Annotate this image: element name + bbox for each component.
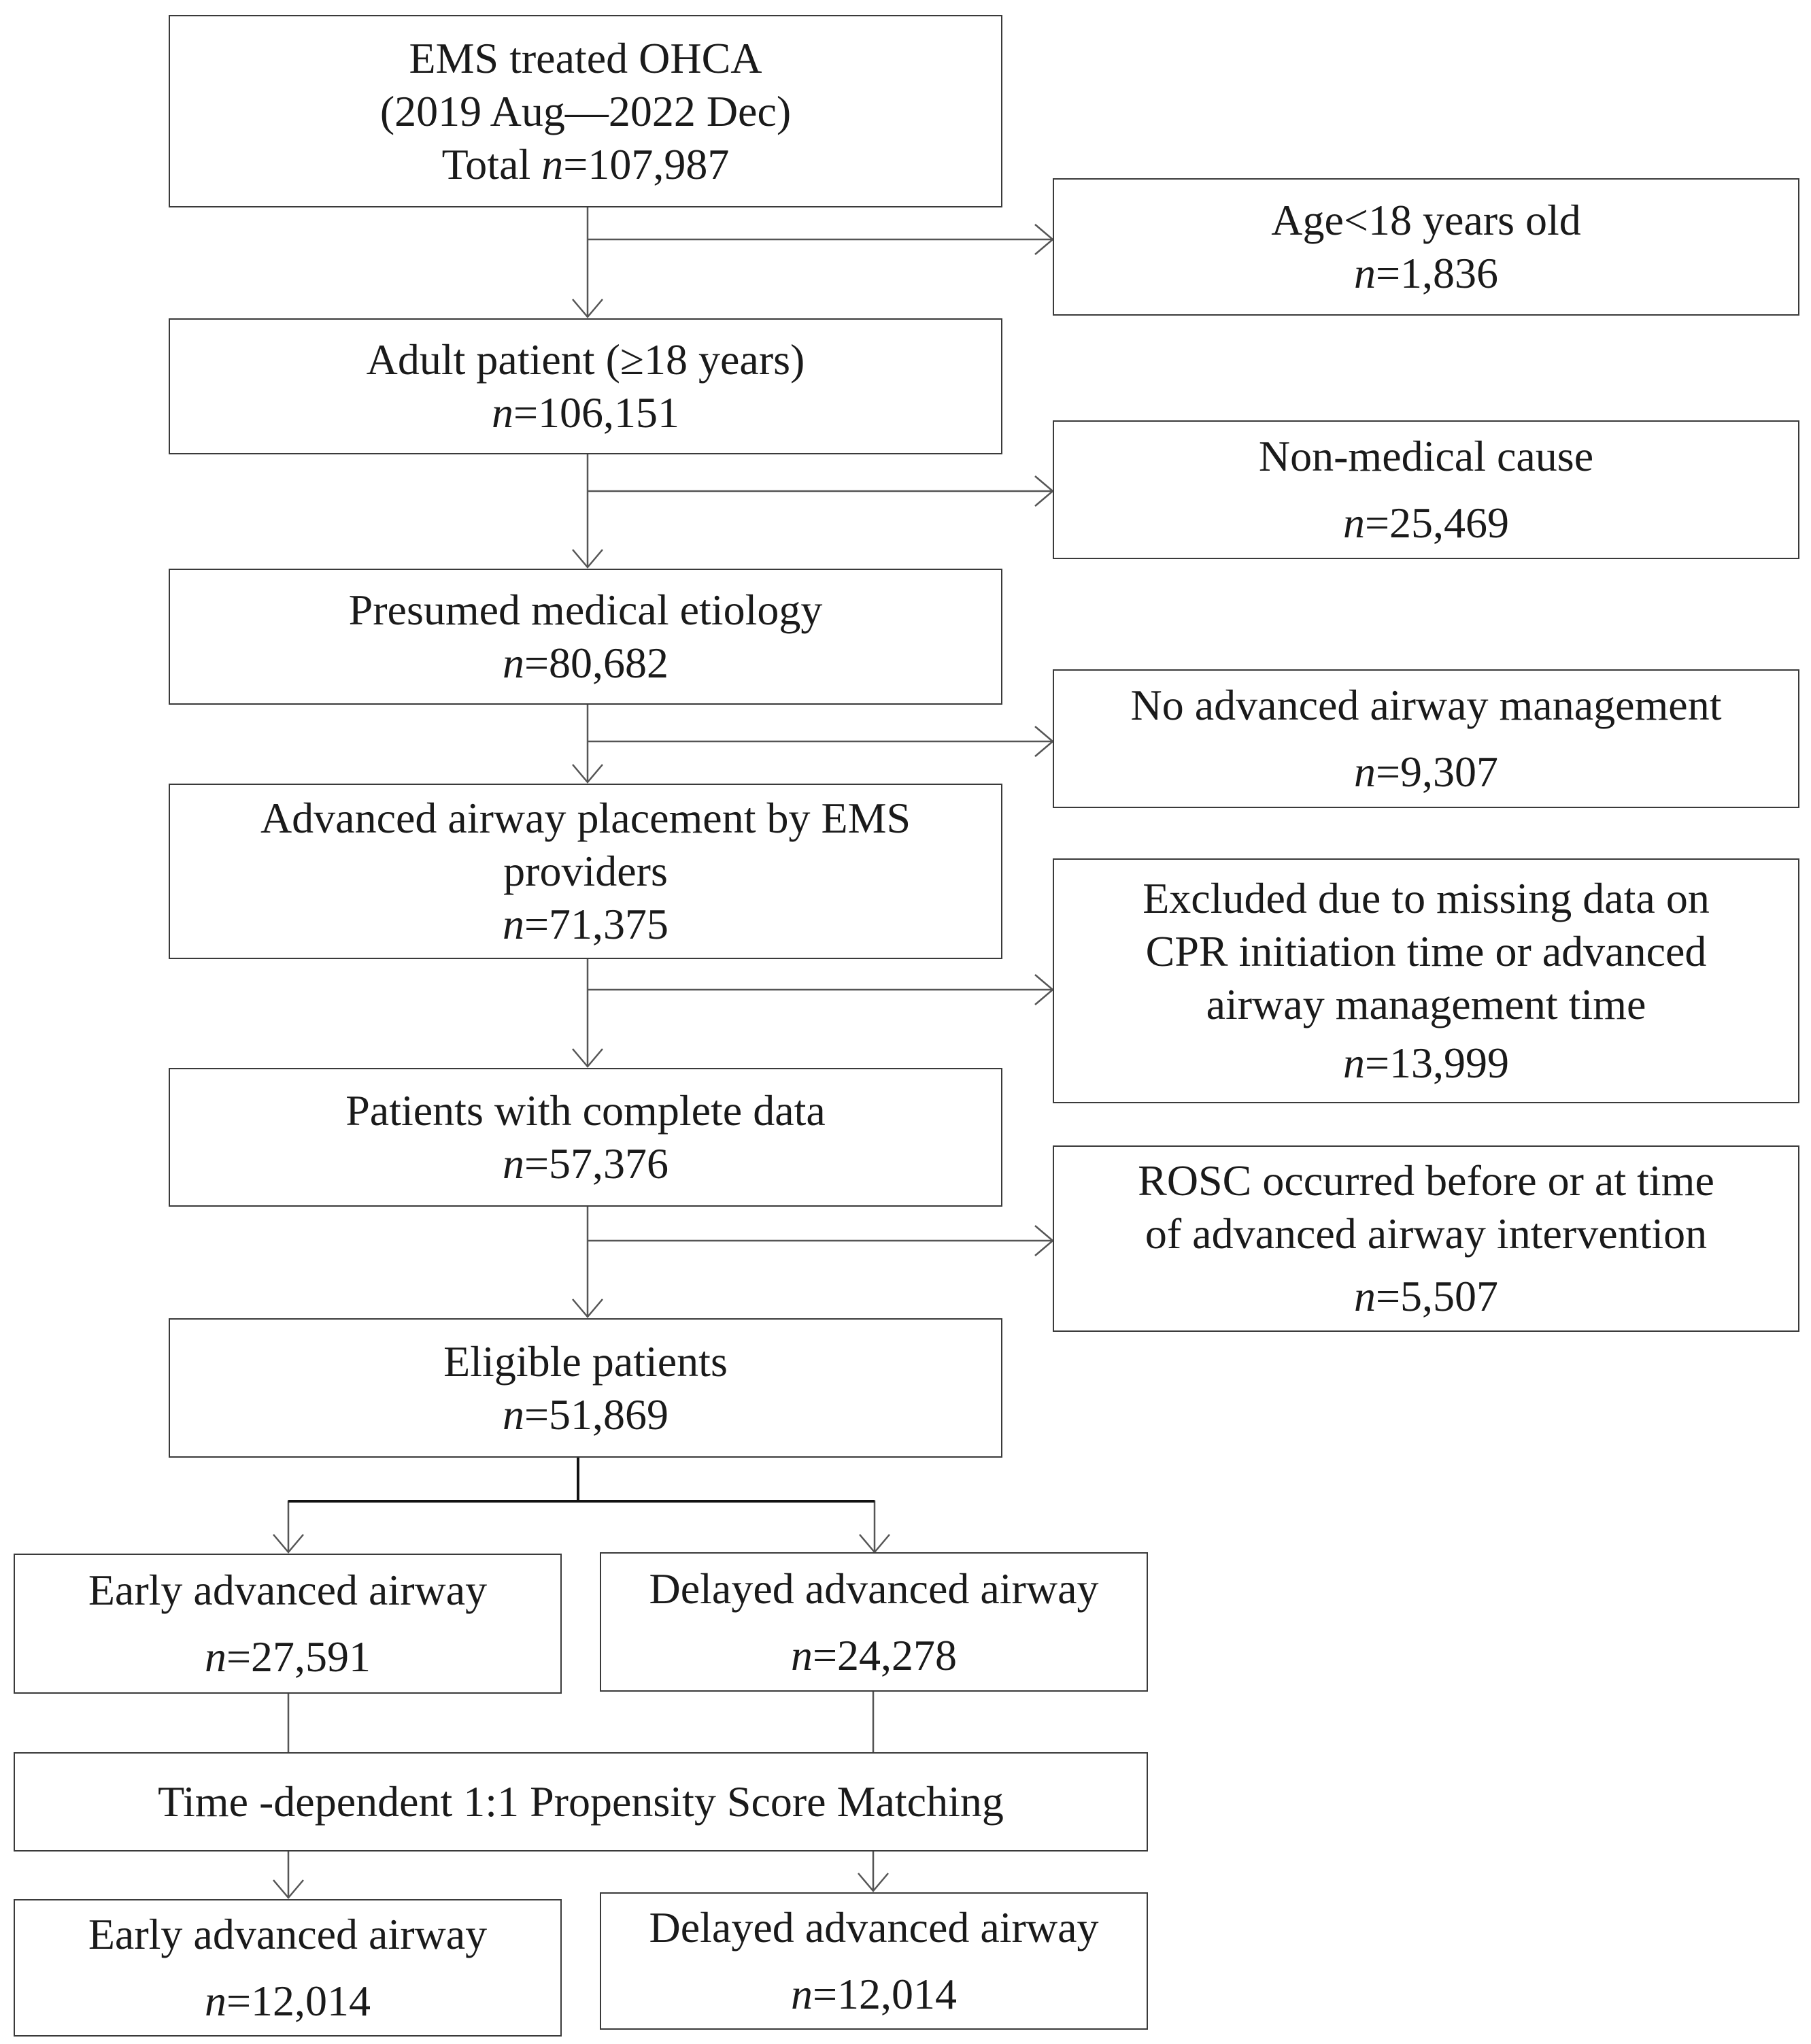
box-propensity-matching-line-1: Time -dependent 1:1 Propensity Score Mat… [158, 1777, 1004, 1826]
n-symbol: n [790, 1630, 813, 1679]
box-rosc-before: ROSC occurred before or at time of advan… [1053, 1145, 1799, 1332]
box-complete-data-count: n=57,376 [503, 1137, 668, 1190]
box-adult-patients-count: n=106,151 [492, 386, 679, 439]
box-missing-data: Excluded due to missing data on CPR init… [1053, 858, 1799, 1103]
box-no-advanced-airway: No advanced airway management n=9,307 [1053, 669, 1799, 808]
n-symbol: n [790, 1970, 813, 2018]
box-missing-data-line-3: airway management time [1206, 980, 1646, 1028]
box-eligible-patients-line-1: Eligible patients [443, 1337, 728, 1386]
box-delayed-airway-pre: Delayed advanced airway n=24,278 [600, 1552, 1148, 1692]
box-delayed-airway-post-line-1: Delayed advanced airway [649, 1903, 1099, 1951]
box-adult-patients-line-1: Adult patient (≥18 years) [366, 335, 805, 384]
box-age-exclusion-line-1: Age<18 years old [1271, 196, 1581, 244]
n-symbol: n [502, 900, 524, 948]
n-symbol: n [1342, 499, 1365, 547]
box-total-ohca-line-1: EMS treated OHCA [409, 33, 762, 82]
n-symbol: n [502, 1390, 524, 1439]
box-non-medical-cause-count: n=25,469 [1343, 497, 1509, 550]
box-delayed-airway-post-count: n=12,014 [791, 1968, 957, 2021]
box-missing-data-line-1: Excluded due to missing data on [1143, 874, 1710, 922]
n-symbol: n [502, 639, 524, 687]
box-age-exclusion: Age<18 years old n=1,836 [1053, 178, 1799, 316]
box-missing-data-line-2: CPR initiation time or advanced [1145, 927, 1707, 975]
box-total-ohca-count: Total n=107,987 [442, 138, 730, 191]
box-delayed-airway-pre-line-1: Delayed advanced airway [649, 1564, 1099, 1613]
n-symbol: n [1353, 249, 1376, 297]
box-airway-placement-count: n=71,375 [503, 898, 668, 951]
box-age-exclusion-count: n=1,836 [1354, 247, 1498, 300]
box-airway-placement: Advanced airway placement by EMS provide… [169, 784, 1002, 959]
n-symbol: n [204, 1977, 226, 2025]
box-airway-placement-line-2: providers [503, 847, 668, 895]
box-complete-data-line-1: Patients with complete data [345, 1086, 826, 1135]
count-value: =80,682 [524, 639, 669, 687]
box-early-airway-pre-count: n=27,591 [205, 1630, 371, 1683]
box-medical-etiology-count: n=80,682 [503, 637, 668, 690]
n-symbol: n [1342, 1039, 1365, 1087]
box-total-ohca: EMS treated OHCA (2019 Aug—2022 Dec) Tot… [169, 15, 1002, 207]
box-early-airway-pre: Early advanced airway n=27,591 [14, 1554, 562, 1694]
box-medical-etiology-line-1: Presumed medical etiology [348, 586, 823, 634]
total-prefix: Total [441, 139, 542, 188]
box-no-advanced-airway-count: n=9,307 [1354, 745, 1498, 799]
count-value: =51,869 [524, 1390, 669, 1439]
box-early-airway-post-line-1: Early advanced airway [88, 1910, 488, 1958]
count-value: =12,014 [812, 1970, 958, 2018]
box-no-advanced-airway-line-1: No advanced airway management [1130, 681, 1722, 729]
box-missing-data-count: n=13,999 [1343, 1037, 1509, 1090]
n-symbol: n [1353, 748, 1376, 796]
count-value: =5,507 [1375, 1272, 1499, 1320]
box-eligible-patients-count: n=51,869 [503, 1388, 668, 1441]
n-symbol: n [1353, 1272, 1376, 1320]
box-eligible-patients: Eligible patients n=51,869 [169, 1318, 1002, 1458]
box-rosc-before-count: n=5,507 [1354, 1270, 1498, 1323]
box-adult-patients: Adult patient (≥18 years) n=106,151 [169, 318, 1002, 454]
box-rosc-before-line-2: of advanced airway intervention [1145, 1209, 1708, 1258]
box-rosc-before-line-1: ROSC occurred before or at time [1138, 1156, 1714, 1205]
box-early-airway-pre-line-1: Early advanced airway [88, 1566, 488, 1614]
box-complete-data: Patients with complete data n=57,376 [169, 1068, 1002, 1207]
count-value: =9,307 [1375, 748, 1499, 796]
box-early-airway-post-count: n=12,014 [205, 1975, 371, 2028]
box-delayed-airway-post: Delayed advanced airway n=12,014 [600, 1892, 1148, 2030]
count-value: =1,836 [1375, 249, 1499, 297]
count-value: =24,278 [812, 1630, 958, 1679]
box-non-medical-cause-line-1: Non-medical cause [1258, 432, 1594, 480]
box-non-medical-cause: Non-medical cause n=25,469 [1053, 420, 1799, 559]
n-symbol: n [502, 1139, 524, 1188]
count-value: =71,375 [524, 900, 669, 948]
count-value: =27,591 [226, 1632, 371, 1681]
count-value: =12,014 [226, 1977, 371, 2025]
n-symbol: n [204, 1632, 226, 1681]
box-early-airway-post: Early advanced airway n=12,014 [14, 1899, 562, 2037]
box-propensity-matching: Time -dependent 1:1 Propensity Score Mat… [14, 1752, 1148, 1852]
count-value: =57,376 [524, 1139, 669, 1188]
count-value: =25,469 [1364, 499, 1510, 547]
n-symbol: n [491, 388, 513, 437]
count-value: =106,151 [513, 388, 680, 437]
count-value: =107,987 [563, 139, 730, 188]
box-total-ohca-line-2: (2019 Aug—2022 Dec) [379, 86, 792, 135]
count-value: =13,999 [1364, 1039, 1510, 1087]
box-delayed-airway-pre-count: n=24,278 [791, 1629, 957, 1682]
box-airway-placement-line-1: Advanced airway placement by EMS [260, 794, 911, 842]
box-medical-etiology: Presumed medical etiology n=80,682 [169, 569, 1002, 705]
n-symbol: n [541, 139, 564, 188]
